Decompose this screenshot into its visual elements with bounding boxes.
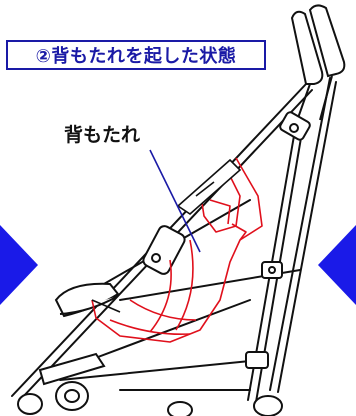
prev-nav-arrow-icon[interactable] <box>0 225 38 305</box>
backrest-callout-label: 背もたれ <box>64 124 141 146</box>
stroller-armrest <box>54 282 120 318</box>
stroller-wheels <box>17 381 283 416</box>
stroller-handles <box>290 4 346 121</box>
seat-structure <box>91 158 242 313</box>
stroller-joints <box>142 111 311 369</box>
callout-pointer-line <box>149 149 201 253</box>
page-title: ②背もたれを起した状態 <box>6 40 266 70</box>
next-nav-arrow-icon[interactable] <box>318 225 356 305</box>
